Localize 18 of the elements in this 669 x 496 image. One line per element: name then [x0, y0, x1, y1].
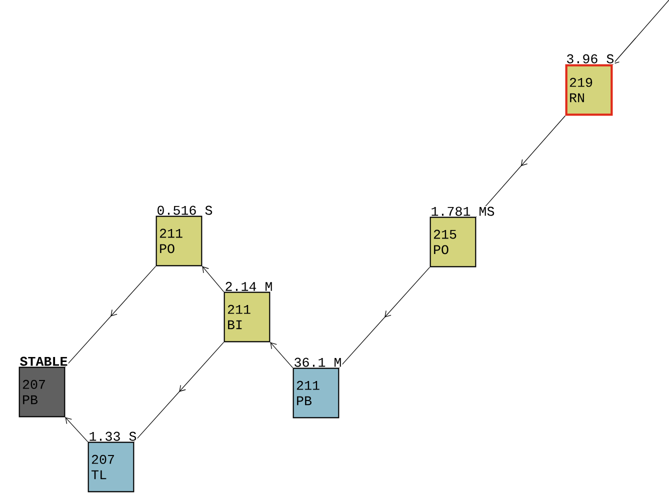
nuclide-box: 207 TL: [88, 442, 134, 492]
nuclide-box: 211 PB: [292, 368, 340, 418]
nuclide-box: 207 PB: [18, 366, 66, 418]
decay-arrow: [202, 266, 224, 292]
decay-arrow: [270, 342, 294, 368]
half-life-label: STABLE: [19, 356, 68, 367]
half-life-label: 2.14 M: [224, 281, 274, 292]
nuclide-box: 211 PO: [156, 216, 202, 266]
half-life-label: 0.516 S: [156, 205, 214, 216]
half-life-label: 1.33 S: [88, 431, 138, 442]
nuclide-box: 219 RN: [565, 64, 613, 116]
decay-arrow: [64, 416, 88, 442]
nuclide-box: 211 BI: [224, 292, 270, 342]
nuclide-box: 215 PO: [430, 216, 476, 268]
half-life-label: 36.1 M: [293, 357, 342, 368]
decay-arrow: [612, 0, 669, 65]
half-life-label: 3.96 S: [566, 54, 615, 64]
half-life-label: 1.781 MS: [430, 206, 496, 217]
